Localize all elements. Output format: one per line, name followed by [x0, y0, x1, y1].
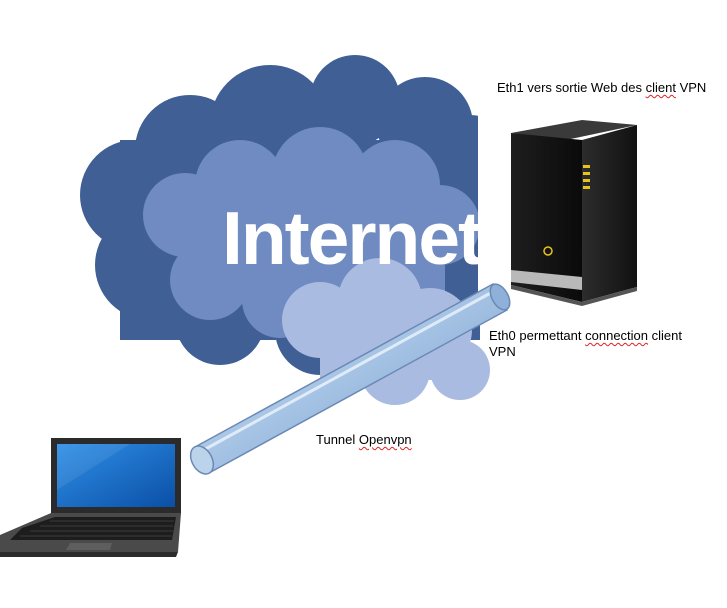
eth1-label-suffix: VPN: [676, 80, 706, 95]
tunnel-label: Tunnel Openvpn: [316, 432, 412, 448]
eth1-label-squiggle: client: [646, 80, 676, 95]
eth0-label-squiggle: connection: [585, 328, 648, 343]
eth0-label-line2: VPN: [489, 344, 682, 360]
eth0-label-suffix: client: [648, 328, 682, 343]
internet-title: Internet: [222, 198, 482, 278]
eth1-label: Eth1 vers sortie Web des client VPN: [497, 80, 706, 96]
tunnel-label-squiggle: Openvpn: [359, 432, 412, 447]
eth0-label-prefix: Eth0 permettant: [489, 328, 585, 343]
server-tower-icon: [511, 120, 637, 306]
eth1-label-prefix: Eth1 vers sortie Web des: [497, 80, 646, 95]
tunnel-label-prefix: Tunnel: [316, 432, 359, 447]
laptop-icon: [0, 438, 181, 557]
eth0-label: Eth0 permettant connection client VPN: [489, 328, 682, 360]
eth0-label-line1: Eth0 permettant connection client: [489, 328, 682, 344]
